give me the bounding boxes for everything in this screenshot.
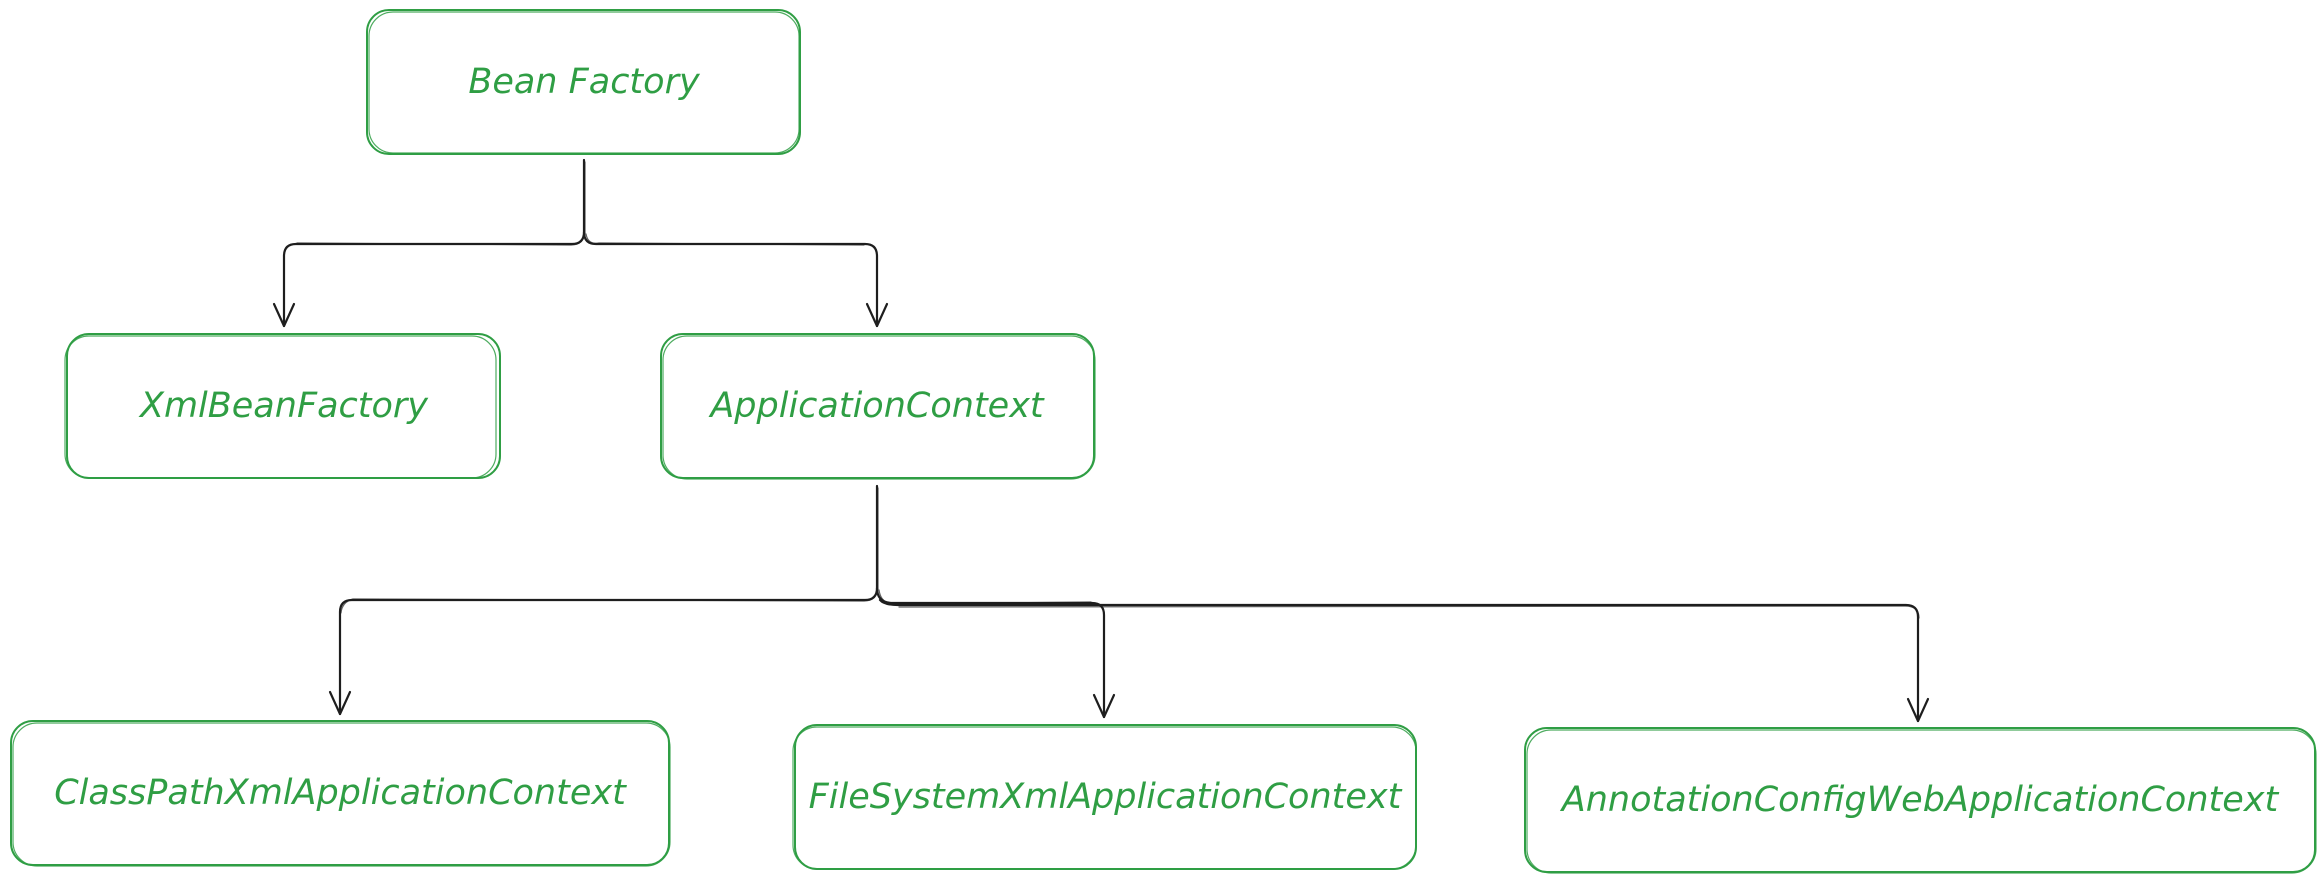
- node-label-application-context: ApplicationContext: [708, 386, 1045, 426]
- edge-application-context-to-annotation-config-web: [878, 598, 1930, 723]
- node-label-annotation-config-web: AnnotationConfigWebApplicationContext: [1560, 780, 2280, 820]
- connectors: [272, 158, 1930, 723]
- arrowhead: [272, 302, 296, 328]
- node-label-class-path-xml: ClassPathXmlApplicationContext: [54, 773, 627, 813]
- node-application-context: ApplicationContext: [660, 333, 1096, 480]
- node-annotation-config-web-application-context: AnnotationConfigWebApplicationContext: [1524, 727, 2317, 874]
- arrowhead: [1906, 697, 1930, 723]
- edge-bean-factory-to-application-context: [582, 230, 889, 328]
- node-xml-bean-factory: XmlBeanFactory: [64, 333, 501, 479]
- edge-bean-factory-to-xml-bean-factory: [272, 158, 586, 328]
- arrowhead: [865, 302, 889, 328]
- node-label-xml-bean-factory: XmlBeanFactory: [138, 386, 429, 426]
- node-class-path-xml-application-context: ClassPathXmlApplicationContext: [10, 720, 671, 867]
- arrowhead: [1092, 693, 1116, 719]
- node-bean-factory: Bean Factory: [366, 9, 801, 155]
- node-label-file-system-xml: FileSystemXmlApplicationContext: [809, 777, 1403, 817]
- arrowhead: [328, 690, 352, 716]
- node-file-system-xml-application-context: FileSystemXmlApplicationContext: [792, 724, 1417, 870]
- edge-application-context-to-class-path-xml: [328, 484, 879, 716]
- node-label-bean-factory: Bean Factory: [468, 62, 701, 102]
